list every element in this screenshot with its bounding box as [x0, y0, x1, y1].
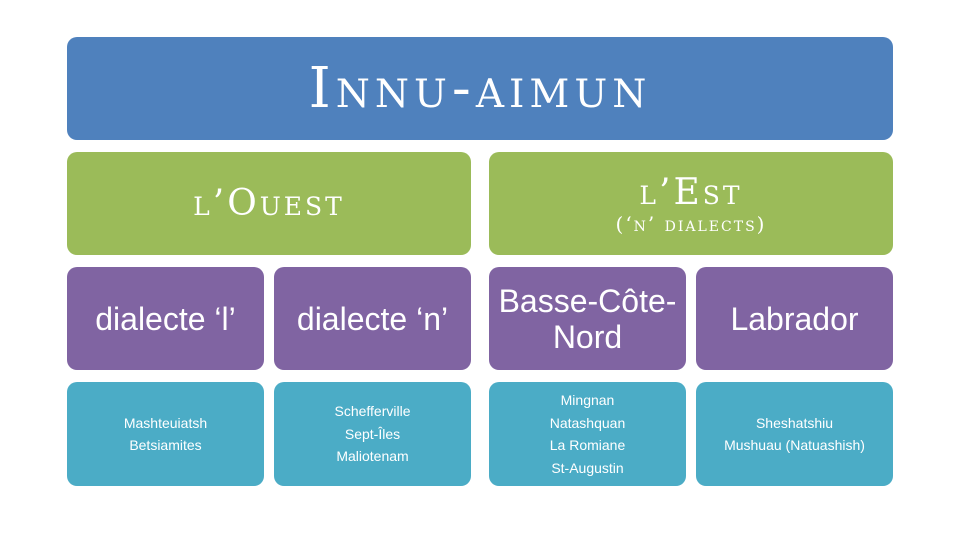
places-box-l: Mashteuiatsh Betsiamites: [67, 382, 264, 486]
place-name: Sept-Îles: [344, 425, 401, 442]
place-name: Schefferville: [334, 403, 411, 420]
dialect-box-basse-cote-nord: Basse-Côte-Nord: [489, 267, 686, 370]
place-name: Mushuau (Natuashish): [724, 437, 865, 453]
region-west-name: l’Ouest: [193, 182, 345, 224]
place-name: Natashquan: [549, 414, 626, 431]
places-box-basse-cote-nord: Mingnan Natashquan La Romiane St-Augusti…: [489, 382, 686, 486]
place-name: Betsiamites: [129, 437, 202, 453]
region-east-subtitle: (‘n’ dialects): [615, 211, 767, 236]
place-name: La Romiane: [549, 437, 626, 453]
place-name: Maliotenam: [336, 448, 409, 465]
region-east-name: l’Est: [639, 171, 743, 213]
place-name: Mashteuiatsh: [123, 414, 208, 431]
dialect-name: Basse-Côte-Nord: [498, 282, 677, 355]
place-name: Mingnan: [560, 392, 615, 408]
places-box-n: Schefferville Sept-Îles Maliotenam: [274, 382, 471, 486]
dialect-box-labrador: Labrador: [696, 267, 893, 370]
region-east-box: l’Est (‘n’ dialects): [489, 152, 893, 255]
dialect-box-l: dialecte ‘l’: [67, 267, 264, 370]
region-west-box: l’Ouest: [67, 152, 471, 255]
dialect-name: Labrador: [730, 300, 859, 337]
diagram-title: Innu-aimun: [308, 56, 652, 121]
title-box: Innu-aimun: [67, 37, 893, 140]
places-box-labrador: Sheshatshiu Mushuau (Natuashish): [696, 382, 893, 486]
dialect-name: dialecte ‘n’: [296, 300, 449, 337]
dialect-name: dialecte ‘l’: [95, 300, 236, 337]
place-name: St-Augustin: [551, 459, 624, 476]
place-name: Sheshatshiu: [755, 414, 834, 431]
dialect-box-n: dialecte ‘n’: [274, 267, 471, 370]
